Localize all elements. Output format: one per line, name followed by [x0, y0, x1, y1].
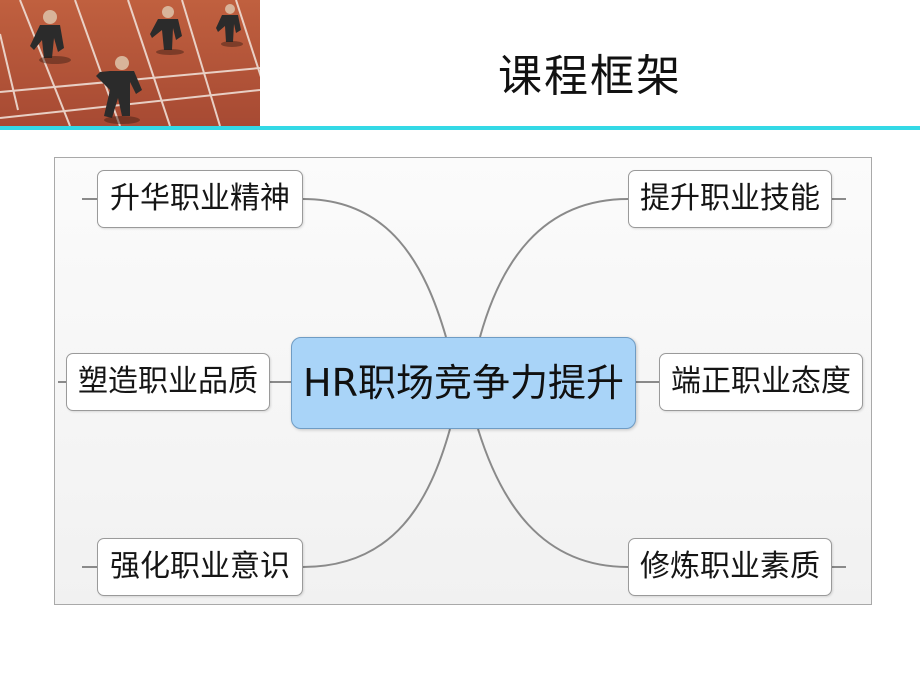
connector-top-right — [479, 198, 629, 338]
mindmap-node-bottom-right: 修炼职业素质 — [628, 538, 832, 596]
mindmap-node-top-right: 提升职业技能 — [628, 170, 832, 228]
mindmap-node-mid-right: 端正职业态度 — [659, 353, 863, 411]
connector-bottom-left — [302, 428, 451, 568]
mindmap-node-mid-left: 塑造职业品质 — [66, 353, 270, 411]
mindmap-center-topic: HR职场竞争力提升 — [291, 337, 636, 429]
slide-title: 课程框架 — [498, 51, 682, 102]
mindmap-node-top-left: 升华职业精神 — [97, 170, 303, 228]
runners-photo — [0, 0, 260, 126]
title-divider — [0, 126, 920, 130]
connector-bottom-right — [477, 428, 629, 568]
connector-top-left — [302, 198, 447, 338]
mindmap-node-bottom-left: 强化职业意识 — [97, 538, 303, 596]
